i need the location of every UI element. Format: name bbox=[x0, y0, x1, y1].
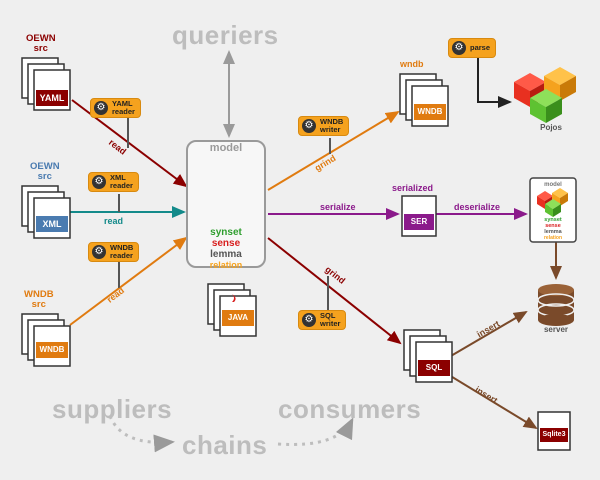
pojos-label: Pojos bbox=[540, 123, 562, 132]
sqlite-doc-label: Sqlite3 bbox=[542, 431, 566, 438]
serialize-label: serialize bbox=[320, 202, 356, 212]
edge-grind-sql bbox=[267, 237, 402, 345]
xml-reader-chip: ⚙ XML reader bbox=[88, 172, 139, 192]
ser-doc-label: SER bbox=[410, 217, 428, 226]
mini-model-synset: synset bbox=[544, 217, 562, 223]
xml-doc-label: XML bbox=[42, 219, 62, 229]
edge-grind-wndb bbox=[267, 110, 400, 191]
edge-wndb-read bbox=[69, 236, 188, 326]
yaml-doc-label: YAML bbox=[39, 93, 65, 103]
edge-insert-sqlite bbox=[443, 371, 538, 430]
wndb-reader-label: WNDB reader bbox=[110, 243, 134, 260]
server-label: server bbox=[543, 325, 569, 334]
edge-chain-right bbox=[277, 417, 354, 446]
sql-doc-label: SQL bbox=[425, 363, 443, 372]
wndb-source-line1: WNDB bbox=[24, 289, 54, 300]
gear-icon: ⚙ bbox=[302, 313, 316, 327]
queriers-label: queriers bbox=[172, 20, 279, 50]
xml-source-label: OEWN src bbox=[30, 162, 60, 181]
yaml-source-line2: src bbox=[33, 42, 48, 54]
yaml-source-label: OEWN src bbox=[26, 34, 56, 53]
serialized-title: serialized bbox=[392, 183, 434, 193]
wndb-source-label: WNDB src bbox=[24, 290, 54, 309]
mini-model-relation: relation bbox=[543, 235, 563, 241]
model-item-sense: sense bbox=[211, 238, 241, 249]
gear-icon: ⚙ bbox=[92, 245, 106, 259]
wndb-src-doc-label: WNDB bbox=[39, 345, 65, 354]
xml-source-line2: src bbox=[37, 170, 52, 182]
deserialize-label: deserialize bbox=[454, 202, 501, 212]
yaml-reader-label: YAML reader bbox=[112, 99, 135, 116]
yaml-source-line1: OEWN bbox=[26, 33, 56, 44]
mini-model-title: model bbox=[544, 182, 562, 188]
gear-icon: ⚙ bbox=[94, 101, 108, 115]
chains-label: chains bbox=[182, 430, 268, 460]
xml-source-line1: OEWN bbox=[30, 161, 60, 172]
gear-icon: ⚙ bbox=[452, 41, 466, 55]
gear-icon: ⚙ bbox=[302, 119, 316, 133]
java-doc-label: JAVA bbox=[227, 313, 249, 322]
xml-reader-label: XML reader bbox=[110, 173, 133, 190]
parse-label: parse bbox=[470, 43, 491, 52]
wndb-output-title: wndb bbox=[400, 59, 424, 69]
wndb-writer-chip: ⚙ WNDB writer bbox=[298, 116, 350, 136]
model-item-lemma: lemma bbox=[210, 249, 242, 260]
mini-model-lemma: lemma bbox=[544, 229, 562, 235]
wndb-source-line2: src bbox=[31, 298, 46, 310]
sql-writer-chip: ⚙ SQL writer bbox=[298, 310, 347, 330]
model-title: model bbox=[209, 142, 243, 154]
suppliers-label: suppliers bbox=[52, 394, 173, 424]
yaml-reader-chip: ⚙ YAML reader bbox=[90, 98, 141, 118]
mini-model-sense: sense bbox=[545, 223, 561, 229]
sql-writer-label: SQL writer bbox=[320, 311, 341, 328]
wndb-reader-chip: ⚙ WNDB reader bbox=[88, 242, 140, 262]
parse-chip: ⚙ parse bbox=[448, 38, 497, 58]
xml-read-label: read bbox=[104, 216, 124, 226]
wndb-out-doc-label: WNDB bbox=[417, 107, 443, 116]
edge-insert-server bbox=[443, 310, 528, 361]
gear-icon: ⚙ bbox=[92, 175, 106, 189]
model-item-synset: synset bbox=[210, 227, 242, 238]
edge-parse-pojos bbox=[477, 58, 512, 108]
model-box bbox=[186, 140, 266, 268]
wndb-writer-label: WNDB writer bbox=[320, 117, 344, 134]
consumers-label: consumers bbox=[278, 394, 422, 424]
model-item-relation: relation bbox=[209, 260, 243, 270]
